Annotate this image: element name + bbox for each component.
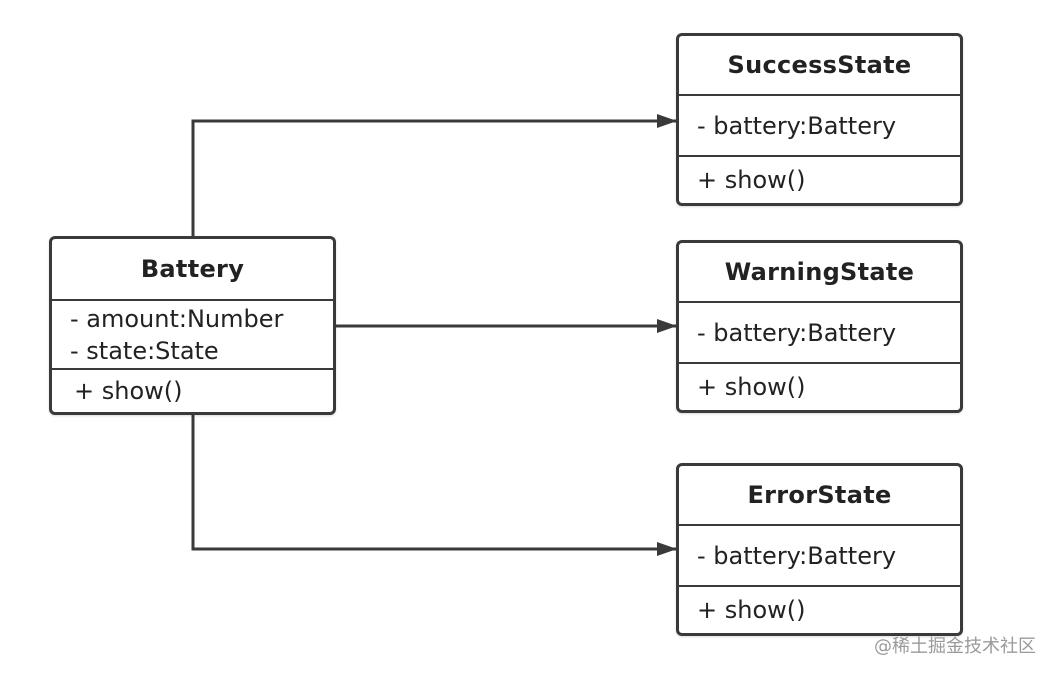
operations-compartment: + show() [679, 155, 960, 203]
attribute-battery: - battery:Battery [697, 541, 897, 570]
class-name: ErrorState [747, 481, 892, 509]
class-name: Battery [140, 255, 245, 283]
class-error-state[interactable]: ErrorState - battery:Battery + show() [676, 463, 963, 636]
attribute-battery: - battery:Battery [697, 111, 897, 140]
class-success-state[interactable]: SuccessState - battery:Battery + show() [676, 33, 963, 206]
association-line-battery-to-error [191, 415, 677, 556]
class-warning-state[interactable]: WarningState - battery:Battery + show() [676, 240, 963, 413]
attribute-amount: - amount:Number [70, 304, 284, 333]
attributes-compartment: - battery:Battery [679, 94, 960, 155]
class-battery[interactable]: Battery - amount:Number - state:State + … [49, 236, 336, 415]
attributes-compartment: - battery:Battery [679, 301, 960, 362]
attribute-state: - state:State [70, 336, 219, 365]
watermark: @稀土掘金技术社区 [874, 636, 1036, 657]
attributes-compartment: - amount:Number - state:State [52, 299, 333, 368]
operations-compartment: + show() [679, 362, 960, 410]
operation-show: + show() [697, 166, 806, 194]
class-name: SuccessState [727, 51, 912, 79]
operations-compartment: + show() [52, 368, 333, 412]
attribute-battery: - battery:Battery [697, 318, 897, 347]
operation-show: + show() [74, 377, 183, 405]
attributes-compartment: - battery:Battery [679, 524, 960, 585]
association-line-battery-to-success [191, 114, 677, 236]
operation-show: + show() [697, 373, 806, 401]
operations-compartment: + show() [679, 585, 960, 633]
operation-show: + show() [697, 596, 806, 624]
class-name: WarningState [724, 258, 915, 286]
